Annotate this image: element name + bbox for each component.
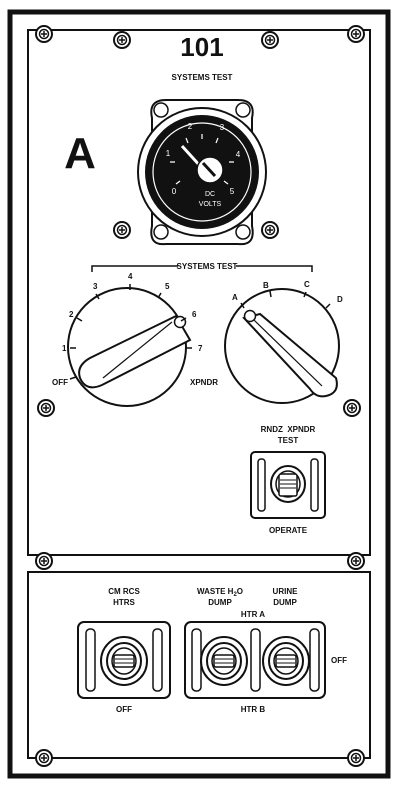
right-rotary-pos-d: D <box>337 295 343 304</box>
screw-icon <box>347 25 365 43</box>
panel-number: 101 <box>180 32 223 62</box>
screw-icon <box>347 749 365 767</box>
rndz-xpndr-test-switch[interactable] <box>250 451 326 519</box>
meter-tick-4: 4 <box>236 150 241 159</box>
meter-tick-3: 3 <box>220 123 225 132</box>
screw-icon <box>113 221 131 239</box>
systems-test-rotary-left[interactable] <box>67 284 192 407</box>
left-rotary-pos-6: 6 <box>192 310 197 319</box>
meter-tick-5: 5 <box>230 187 235 196</box>
left-rotary-pos-3: 3 <box>93 282 98 291</box>
rndz-label-line1: RNDZ XPNDR <box>261 425 316 434</box>
screw-icon <box>37 399 55 417</box>
systems-test-bracket <box>91 265 313 272</box>
waste-h2o-dump-heater-switch[interactable] <box>200 636 248 686</box>
left-rotary-pos-2: 2 <box>69 310 74 319</box>
urine-dump-heater-switch[interactable] <box>262 636 310 686</box>
panel-title: SYSTEMS TEST <box>172 73 233 82</box>
screw-icon <box>113 31 131 49</box>
upper-inner-plate <box>27 29 371 556</box>
operate-label: OPERATE <box>269 526 308 535</box>
htr-b-label: HTR B <box>241 705 266 714</box>
screw-icon <box>35 25 53 43</box>
left-rotary-pos-4: 4 <box>128 272 133 281</box>
section-letter: A <box>64 129 96 178</box>
screw-icon <box>261 31 279 49</box>
cm-rcs-label-line1: CM RCS <box>108 587 140 596</box>
left-rotary-pos-5: 5 <box>165 282 170 291</box>
cm-rcs-label-line2: HTRS <box>113 598 135 607</box>
left-rotary-pos-off: OFF <box>52 378 68 387</box>
systems-test-rotary-right[interactable] <box>224 288 340 404</box>
rndz-label-line2: TEST <box>278 436 299 445</box>
urine-label-line1: URINE <box>273 587 299 596</box>
systems-test-bracket-label: SYSTEMS TEST <box>177 262 238 271</box>
meter-tick-0: 0 <box>172 187 177 196</box>
right-rotary-pos-b: B <box>263 281 269 290</box>
meter-tick-2: 2 <box>188 122 193 131</box>
meter-units-line1: DC <box>205 191 215 198</box>
waste-h2o-label-line1: WASTE H2O <box>197 587 243 598</box>
htr-a-label: HTR A <box>241 610 265 619</box>
screw-icon <box>35 552 53 570</box>
cm-rcs-htrs-switch[interactable] <box>77 621 171 699</box>
screw-icon <box>35 749 53 767</box>
screw-icon <box>347 552 365 570</box>
waste-h2o-label-line2: DUMP <box>208 598 232 607</box>
screw-icon <box>261 221 279 239</box>
off-right-label: OFF <box>331 656 347 665</box>
urine-label-line2: DUMP <box>273 598 297 607</box>
lower-inner-plate <box>27 571 371 759</box>
xpndr-label: XPNDR <box>190 378 218 387</box>
left-rotary-pos-1: 1 <box>62 344 67 353</box>
right-rotary-pos-a: A <box>232 293 238 302</box>
screw-icon <box>343 399 361 417</box>
cm-rcs-off-label: OFF <box>116 705 132 714</box>
right-rotary-pos-c: C <box>304 280 310 289</box>
meter-tick-1: 1 <box>166 149 171 158</box>
meter-units-line2: VOLTS <box>199 201 222 208</box>
dc-volts-meter: 0 1 2 3 4 5 DC VOLTS <box>137 99 267 246</box>
left-rotary-pos-7: 7 <box>198 344 203 353</box>
